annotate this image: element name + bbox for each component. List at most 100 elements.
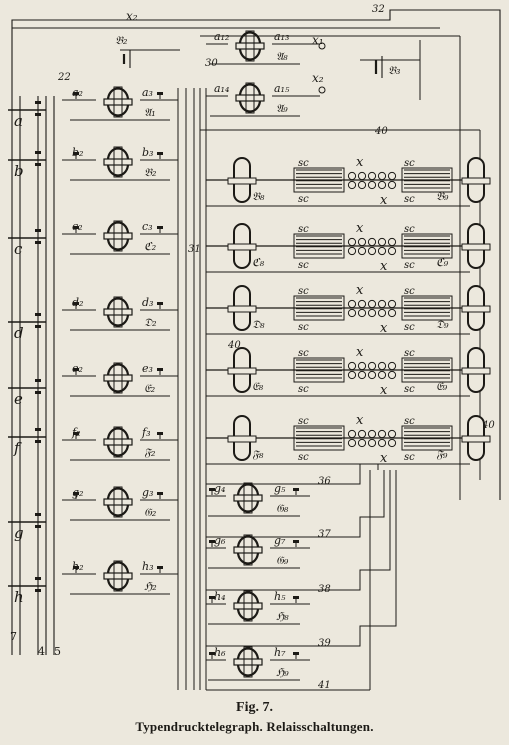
- relay-armature: [103, 438, 133, 446]
- relay-top-label-out-1: a₁₃: [274, 30, 289, 43]
- key-label-a: a: [14, 112, 23, 130]
- relay-lower-label-in-3: h₄: [214, 590, 226, 603]
- terminal-post: [73, 152, 79, 155]
- contact-ball: [377, 438, 387, 448]
- relay-core: [113, 296, 123, 328]
- wire: [206, 470, 397, 647]
- terminal-post: [209, 488, 215, 491]
- bank-relay-left-label: 𝔇₈: [252, 318, 265, 331]
- relay-lower-label-out-4: h₇: [274, 646, 286, 659]
- relay-label-h-coil: ℌ₂: [144, 580, 157, 593]
- contact-ball: [387, 171, 397, 181]
- terminal-post: [73, 302, 79, 305]
- relay-core: [113, 362, 123, 394]
- relay-label-b-out: b₃: [142, 146, 153, 159]
- coil-label-sc: sc: [404, 260, 415, 271]
- bank-relay-right-label: 𝔅₉: [436, 190, 449, 203]
- coil-label-sc: sc: [298, 286, 309, 297]
- key-c: c: [8, 229, 46, 258]
- key-f: f: [8, 428, 46, 457]
- coil-label-sc: sc: [298, 348, 309, 359]
- relay-lower-label-coil-2: 𝔊₉: [276, 554, 289, 567]
- key-label-e: e: [14, 390, 23, 408]
- contact-ball: [387, 438, 397, 448]
- contact-ball: [377, 429, 387, 439]
- relay-armature: [235, 42, 265, 50]
- coil-label-sc: sc: [298, 322, 309, 333]
- coil-label-sc: sc: [404, 416, 415, 427]
- coil-label-sc: sc: [404, 452, 415, 463]
- contact-ball: [357, 180, 367, 190]
- bank-relay-left-bar: [227, 367, 257, 375]
- coil-frame: [401, 425, 453, 451]
- contact-ball: [377, 299, 387, 309]
- wire-label-40-right: 40: [481, 420, 495, 431]
- relay-coil-upper: [236, 647, 260, 661]
- relay-armature: [103, 572, 133, 580]
- bank-relay-left-label: 𝔅₈: [252, 190, 265, 203]
- coil-label-sc: sc: [404, 286, 415, 297]
- relay-label-f-out: f₃: [141, 426, 150, 439]
- relay-coil-upper: [236, 535, 260, 549]
- relay-label-h-out: h₃: [142, 560, 154, 573]
- bank-relay-right-bar: [461, 305, 491, 313]
- coil-label-sc: sc: [404, 384, 415, 395]
- relay-coil-lower: [238, 99, 262, 113]
- relay-core: [113, 560, 123, 592]
- relay-armature: [103, 232, 133, 240]
- relay-core: [243, 534, 253, 566]
- contact-label-x: x: [356, 221, 364, 236]
- relay-armature: [233, 494, 263, 502]
- relay-label-c-out: c₃: [142, 220, 153, 233]
- wire-label-41: 41: [317, 680, 331, 691]
- terminal-post: [293, 652, 299, 655]
- relay-armature: [235, 94, 265, 102]
- terminal-post: [209, 540, 215, 543]
- battery-label-B3: 𝔅₃: [388, 64, 400, 77]
- relay-coil-upper: [106, 487, 130, 501]
- coil-label-sc: sc: [298, 158, 309, 169]
- relay-label-d-coil: 𝔇₂: [144, 316, 157, 329]
- wire-label-37: 37: [318, 529, 331, 540]
- coil-label-sc: sc: [298, 452, 309, 463]
- terminal-post: [35, 241, 41, 244]
- wire-label-22: 22: [57, 72, 71, 83]
- contact-ball: [347, 429, 357, 439]
- coil-label-sc: sc: [298, 224, 309, 235]
- key-label-g: g: [14, 524, 24, 542]
- terminal-post: [73, 566, 79, 569]
- relay-core: [113, 220, 123, 252]
- bank-relay-right-bar: [461, 435, 491, 443]
- relay-core: [113, 486, 123, 518]
- bank-relay-right-label: 𝔉₉: [436, 448, 448, 461]
- terminal-post: [157, 152, 163, 155]
- relay-coil-lower: [106, 577, 130, 591]
- terminal-post: [157, 492, 163, 495]
- relay-core: [243, 646, 253, 678]
- contact-ball: [357, 429, 367, 439]
- bank-relay-right-label: ℭ₉: [436, 256, 449, 269]
- contact-ball: [377, 308, 387, 318]
- relay-coil-lower: [106, 237, 130, 251]
- key-g: g: [8, 513, 46, 542]
- coil-label-sc: sc: [404, 158, 415, 169]
- terminal-post: [35, 313, 41, 316]
- wire-label-7: 7: [10, 630, 17, 643]
- relay-label-c-in: c₂: [72, 220, 83, 233]
- terminal-post: [73, 368, 79, 371]
- label-x2: x₂: [312, 71, 324, 85]
- relay-lower-label-coil-1: 𝔊₈: [276, 502, 289, 515]
- bank-relay-left-bar: [227, 243, 257, 251]
- coil-stack-1: [293, 295, 345, 321]
- key-label-d: d: [14, 324, 24, 342]
